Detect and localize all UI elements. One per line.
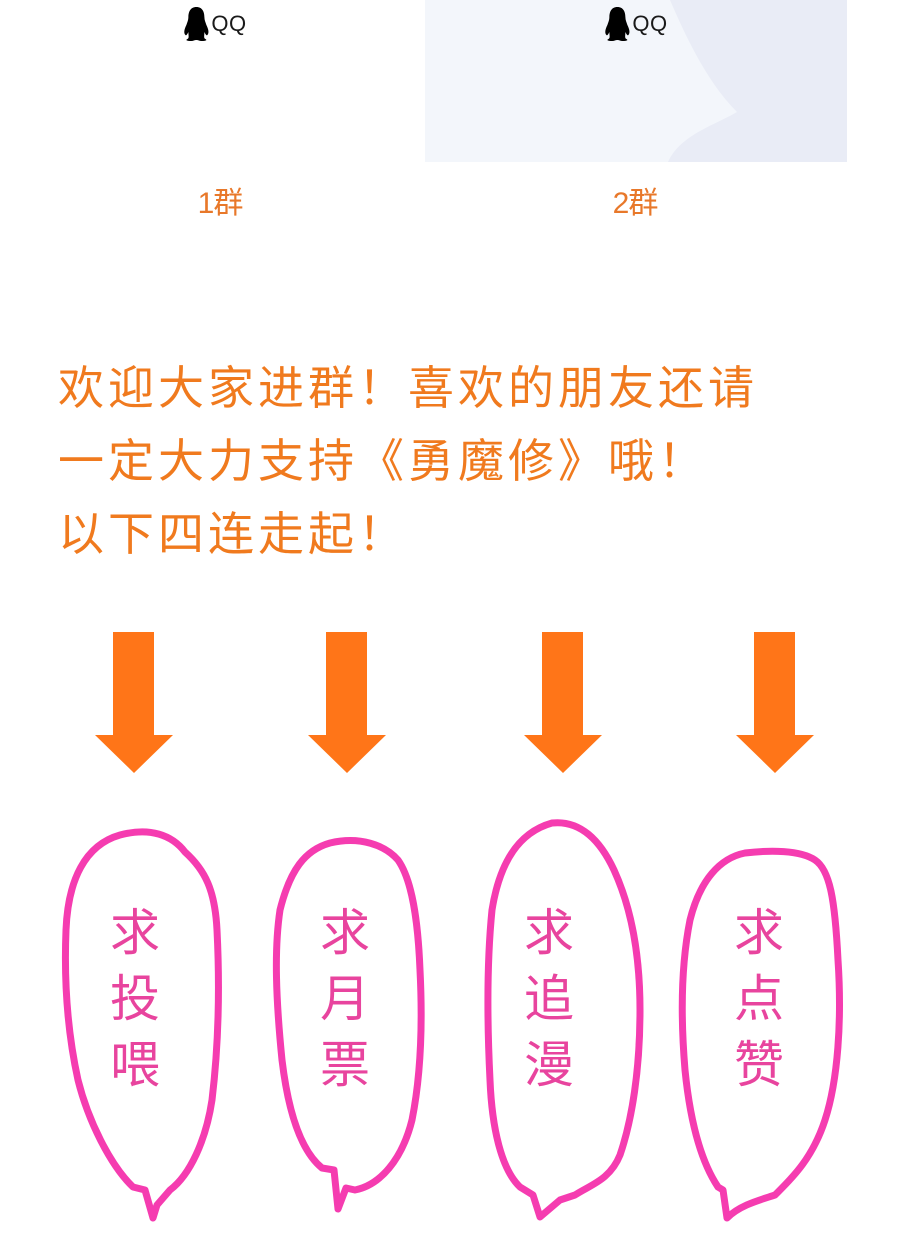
bubble-char: 赞	[734, 1036, 784, 1094]
bubble-char: 漫	[524, 1036, 574, 1094]
qq-brand-badge: QQ	[604, 6, 667, 42]
arrow-down-icon	[308, 632, 386, 773]
speech-bubble-3	[484, 819, 644, 1221]
qq-brand-badge: QQ	[183, 6, 246, 42]
qq-group-1-qrcode-panel: QQ	[4, 0, 426, 162]
speech-bubble-2	[272, 837, 425, 1213]
group-2-label: 2群	[612, 187, 659, 220]
bubble-char: 求	[524, 904, 574, 962]
bubble-char: 票	[320, 1036, 370, 1094]
arrow-down-icon	[524, 632, 602, 773]
panel-background-shape	[668, 0, 847, 162]
bubble-char: 追	[524, 970, 574, 1028]
bubble-char: 投	[110, 970, 160, 1028]
welcome-line-1: 欢迎大家进群！喜欢的朋友还请	[58, 361, 758, 415]
arrow-down-icon	[736, 632, 814, 773]
arrow-down-icon	[95, 632, 173, 773]
qq-brand-text: QQ	[211, 11, 247, 36]
penguin-icon	[184, 7, 209, 41]
request-bubble-text-4: 求 点 赞	[730, 900, 788, 1098]
bubble-char: 点	[734, 970, 784, 1028]
bubble-char: 求	[734, 904, 784, 962]
welcome-message: 欢迎大家进群！喜欢的朋友还请 一定大力支持《勇魔修》哦！ 以下四连走起！	[58, 352, 858, 571]
bubble-char: 求	[320, 904, 370, 962]
bubble-char: 喂	[110, 1036, 160, 1094]
request-bubble-text-1: 求 投 喂	[106, 900, 164, 1098]
bubble-char: 月	[320, 970, 370, 1028]
penguin-icon	[605, 7, 630, 41]
welcome-line-2: 一定大力支持《勇魔修》哦！	[58, 434, 708, 488]
group-1-label: 1群	[197, 187, 244, 220]
qq-group-2-qrcode-panel: QQ	[425, 0, 847, 162]
speech-bubble-1	[61, 828, 222, 1222]
bubble-char: 求	[110, 904, 160, 962]
qq-brand-text: QQ	[632, 11, 668, 36]
welcome-line-3: 以下四连走起！	[58, 507, 408, 561]
request-bubble-text-3: 求 追 漫	[520, 900, 578, 1098]
speech-bubble-4	[678, 847, 843, 1222]
request-bubble-text-2: 求 月 票	[316, 900, 374, 1098]
